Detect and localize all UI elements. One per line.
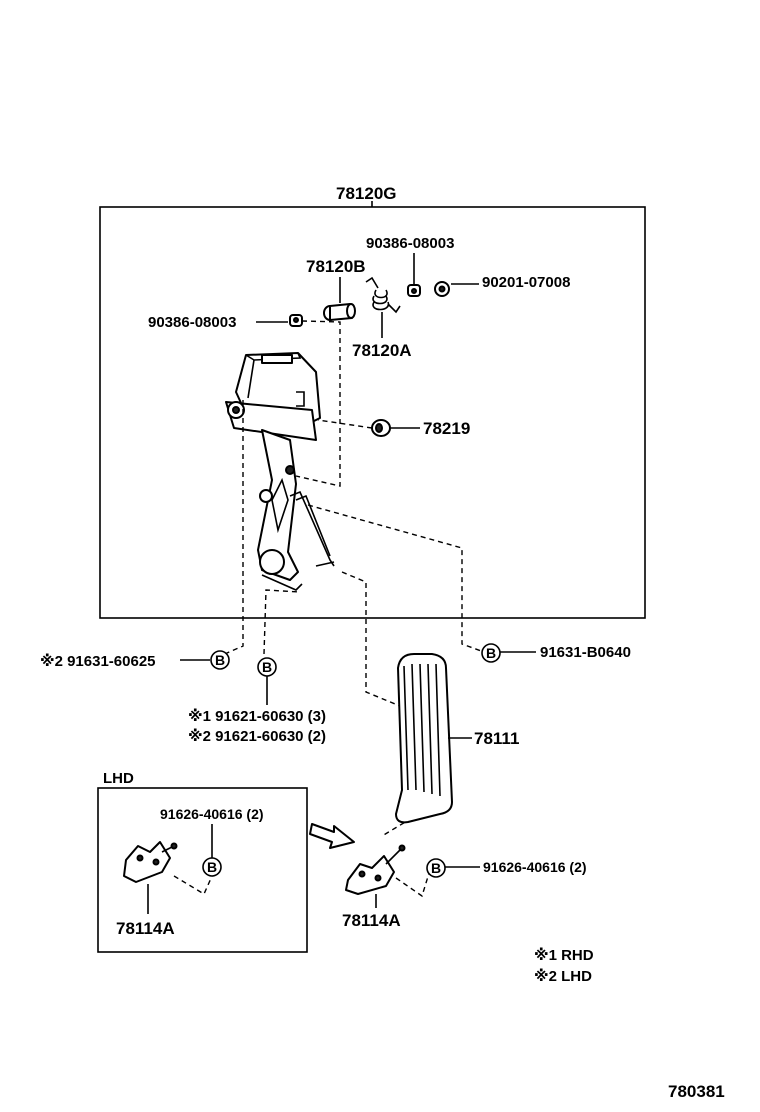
legend-rhd: ※1 RHD: [534, 946, 594, 964]
label-bolt-top: 90386-08003: [366, 235, 454, 252]
drawing-number: 780381: [668, 1082, 725, 1101]
nut-right-part: [434, 281, 450, 297]
label-lhd-bracket: 78114A: [116, 919, 175, 938]
b-marker-lhd: [202, 857, 222, 877]
label-assembly: 78120G: [336, 184, 397, 203]
dashed-leaders: [173, 320, 485, 898]
bushing-part: [371, 419, 391, 437]
b-marker-right-text: B: [486, 645, 496, 661]
b-marker-right: [481, 643, 501, 663]
b-marker-rhd: [426, 858, 446, 878]
b-marker-left: [210, 650, 230, 670]
lhd-frame: [97, 787, 308, 953]
spring-part: [365, 276, 401, 314]
label-lhd-title: LHD: [103, 770, 134, 787]
rhd-bracket-part: [345, 844, 406, 895]
label-note-b-left: ※2 91631-60625: [40, 652, 156, 670]
b-marker-rhd-text: B: [431, 860, 441, 876]
assembly-frame: [99, 206, 646, 619]
pedal-pad-part: [395, 653, 453, 824]
pedal-arm-assembly: [225, 352, 335, 591]
bolt-top-part: [407, 284, 421, 297]
label-pin: 78120B: [306, 257, 366, 276]
label-bolt-b-right: 91631-B0640: [540, 644, 631, 661]
pin-part: [323, 303, 356, 321]
label-bolt-left: 90386-08003: [148, 314, 236, 331]
b-marker-lhd-text: B: [207, 859, 217, 875]
lhd-bracket-part: [123, 841, 178, 883]
label-rhd-bolt: 91626-40616 (2): [483, 859, 587, 875]
legend-lhd: ※2 LHD: [534, 967, 592, 985]
arrow-lhd-to-rhd: [309, 823, 355, 849]
label-note-b-center-1: ※1 91621-60630 (3): [188, 707, 326, 725]
label-bushing: 78219: [423, 419, 470, 438]
label-lhd-bolt: 91626-40616 (2): [160, 806, 264, 822]
label-rhd-bracket: 78114A: [342, 911, 401, 930]
bolt-left-part: [289, 314, 303, 327]
label-spring: 78120A: [352, 341, 412, 360]
label-nut-right: 90201-07008: [482, 274, 570, 291]
b-marker-left-text: B: [215, 652, 225, 668]
b-marker-center-text: B: [262, 659, 272, 675]
label-pedal-pad: 78111: [474, 729, 519, 748]
label-note-b-center-2: ※2 91621-60630 (2): [188, 727, 326, 745]
